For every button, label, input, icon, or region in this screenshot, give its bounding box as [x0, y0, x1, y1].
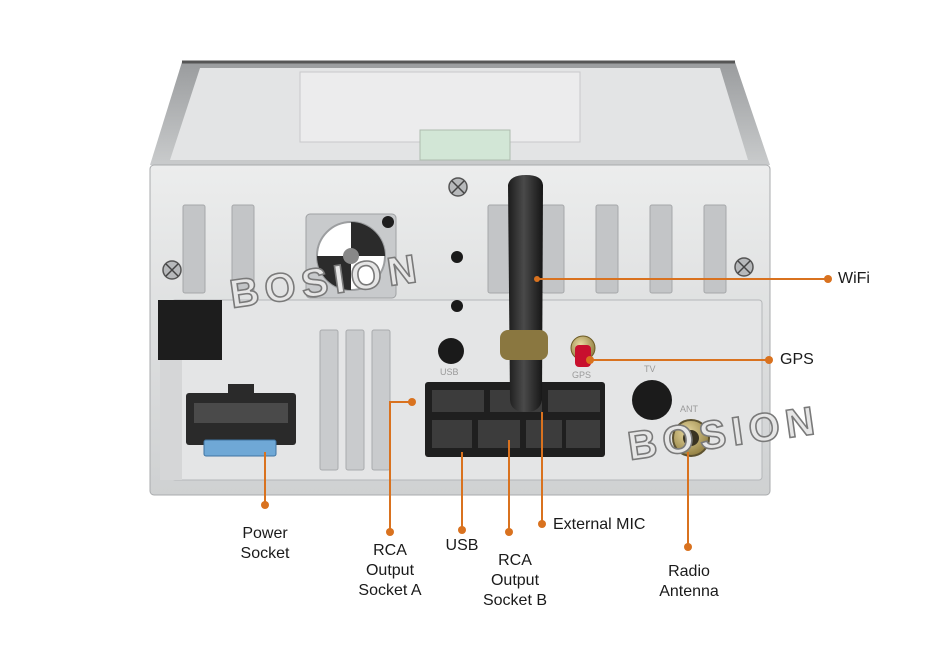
power-socket [186, 384, 296, 457]
label-gps: GPS [780, 351, 814, 368]
fan-grille-icon [305, 213, 397, 299]
label-power-socket: Power Socket [225, 524, 305, 564]
connector-block [425, 382, 605, 457]
label-line: Output [490, 572, 540, 589]
screw-icon [162, 177, 754, 280]
wifi-antenna-icon [500, 175, 548, 412]
label-line: Antenna [659, 583, 719, 600]
label-line: Output [365, 562, 415, 579]
mark-usb: USB [440, 367, 459, 377]
label-rca-output-socket-a: RCA Output Socket A [345, 541, 435, 601]
tv-port [632, 380, 672, 420]
label-usb: USB [445, 537, 479, 554]
chassis-top [150, 60, 770, 165]
mark-tv: TV [644, 364, 656, 374]
leader-lines [264, 278, 828, 547]
label-line: Power [242, 525, 288, 542]
label-line: Socket A [358, 582, 422, 599]
label-radio-antenna: Radio Antenna [648, 562, 730, 602]
label-external-mic: External MIC [553, 516, 646, 533]
panel-holes [438, 251, 464, 364]
mark-ant: ANT [680, 404, 699, 414]
radio-antenna-port [672, 419, 710, 457]
label-rca-output-socket-b: RCA Output Socket B [470, 551, 560, 611]
label-wifi: WiFi [838, 270, 870, 287]
square-port [158, 300, 222, 360]
vent-slots [182, 204, 727, 294]
label-line: RCA [498, 552, 532, 569]
label-line: Radio [668, 563, 710, 580]
label-line: RCA [373, 542, 407, 559]
inner-slots [319, 329, 391, 471]
mark-gps: GPS [572, 370, 591, 380]
label-line: Socket [240, 545, 290, 562]
leader-dots [261, 275, 832, 551]
label-line: Socket B [482, 592, 548, 609]
